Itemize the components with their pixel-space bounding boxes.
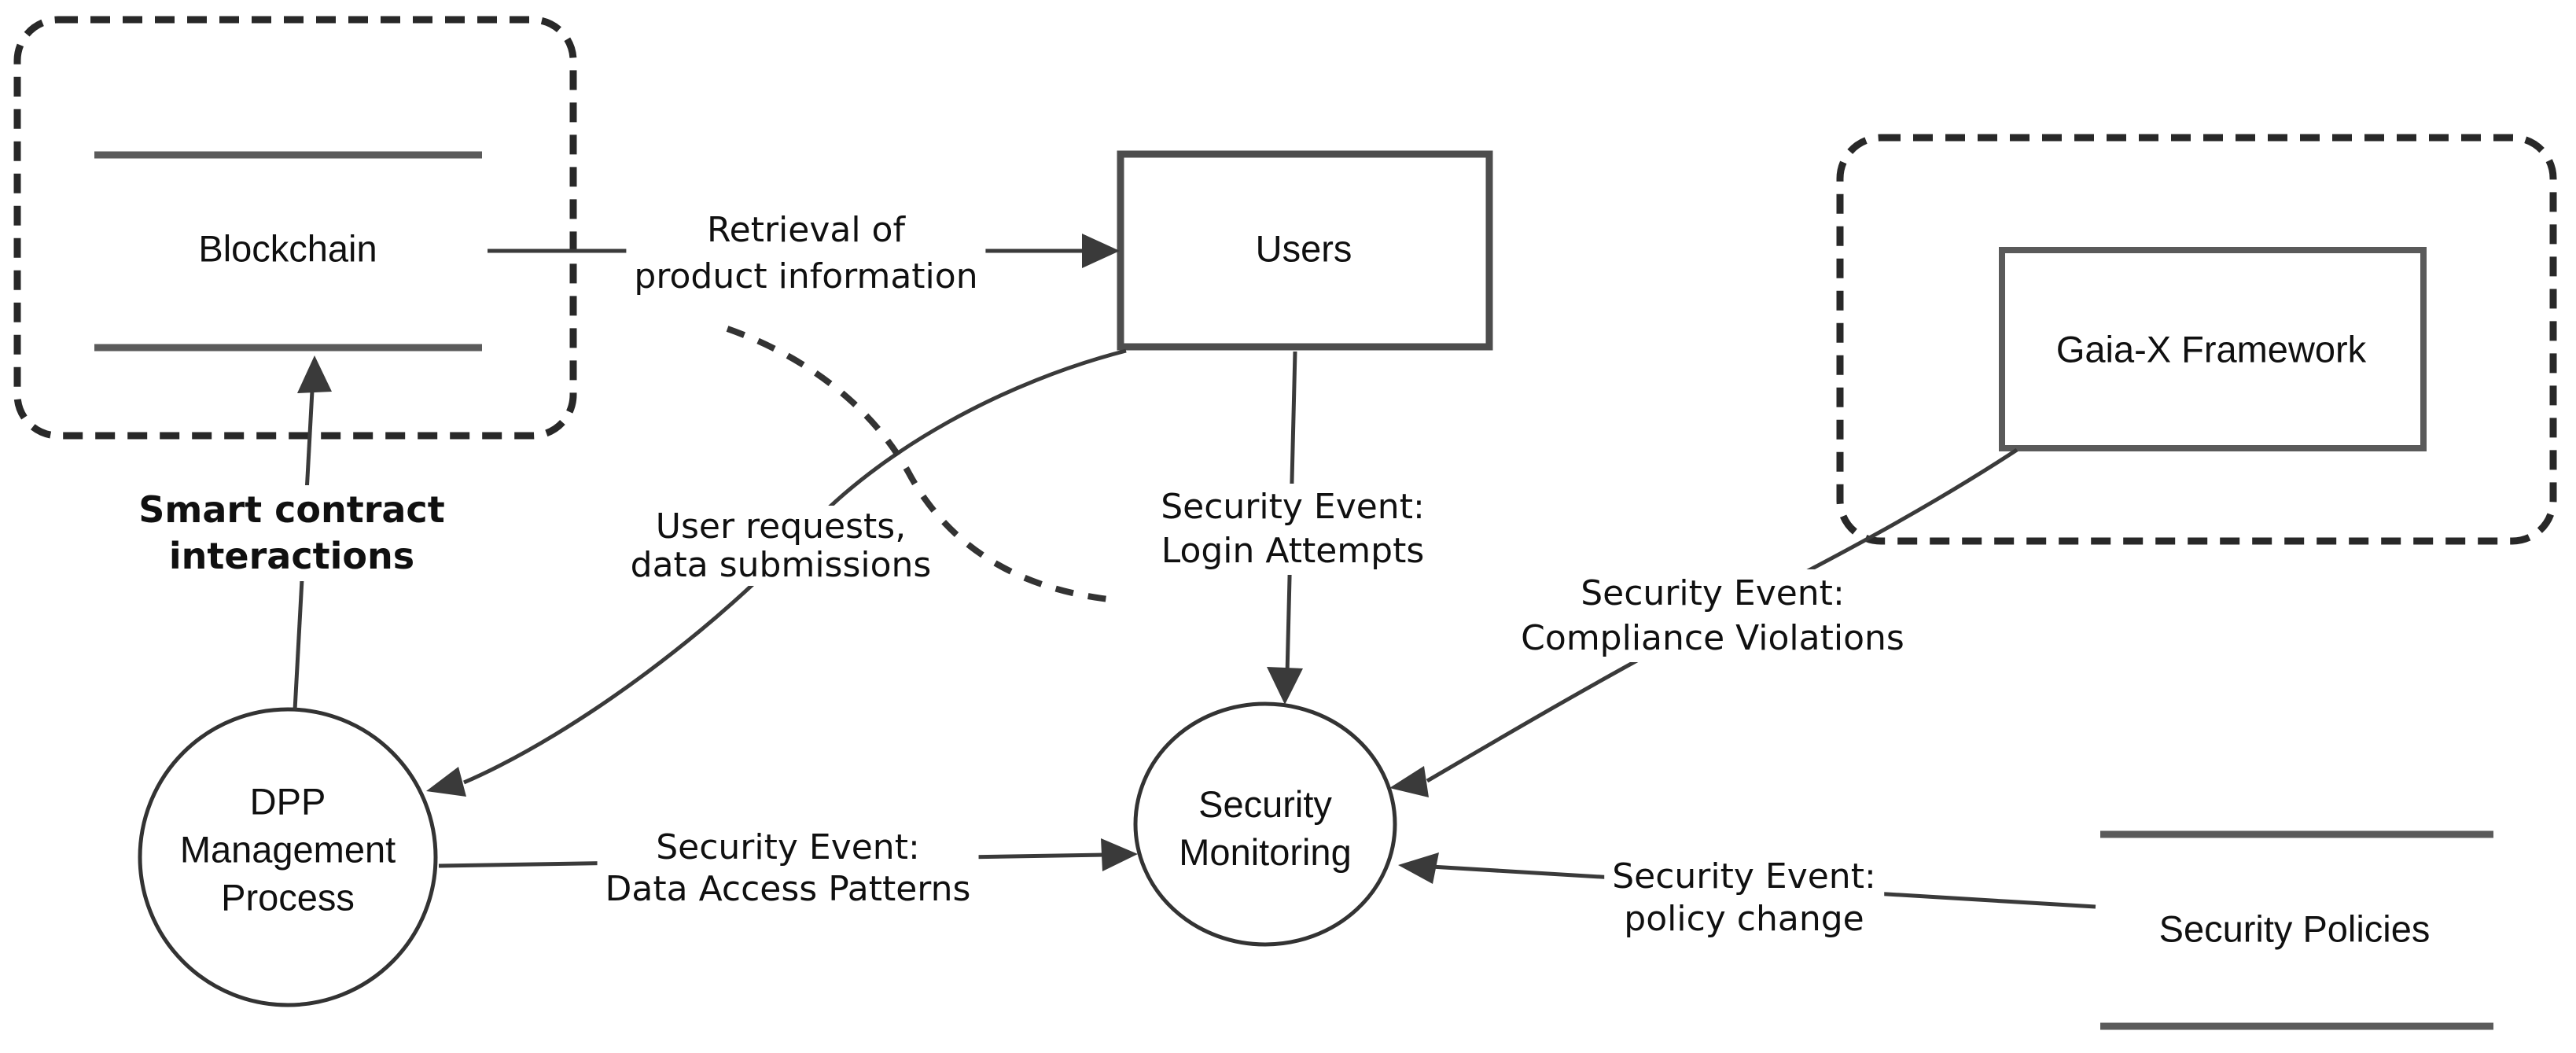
dpp-process-circle [138, 707, 438, 1007]
blockchain-label: Blockchain [198, 227, 377, 270]
policy-change-label-line1: Security Event: [1612, 856, 1876, 897]
data-access-arrowhead-icon [1101, 838, 1138, 871]
user-requests-arrowhead-icon [426, 767, 466, 797]
login-attempts-flow-label: Security Event: Login Attempts [1153, 484, 1433, 575]
retrieval-label-line1: Retrieval of [707, 210, 905, 250]
login-attempts-arrowhead-icon [1267, 667, 1303, 705]
security-monitoring-label: Security Monitoring [1179, 780, 1351, 876]
security-monitoring-label-line2: Monitoring [1179, 831, 1352, 873]
smart-contract-label-line2: interactions [168, 535, 415, 577]
dpp-label-line1: DPP [249, 780, 326, 823]
dpp-label-line3: Process [221, 876, 355, 919]
security-monitoring-circle [1133, 701, 1397, 947]
login-attempts-label-line2: Login Attempts [1161, 531, 1425, 571]
compliance-label-line2: Compliance Violations [1521, 618, 1904, 658]
gaiax-trust-boundary [1836, 134, 2557, 545]
smart-contract-label-line1: Smart contract [138, 488, 445, 531]
policy-change-label-line2: policy change [1624, 899, 1864, 939]
users-label: Users [1255, 227, 1352, 270]
login-attempts-label-line1: Security Event: [1161, 487, 1425, 527]
smart-contract-arrowhead-icon [297, 355, 332, 393]
blockchain-trust-boundary [13, 16, 577, 440]
user-requests-label-line2: data submissions [630, 545, 932, 585]
dpp-process-label: DPP Management Process [180, 778, 396, 922]
policy-change-arrowhead-icon [1398, 852, 1439, 884]
dpp-label-line2: Management [179, 828, 396, 871]
compliance-arrowhead-icon [1389, 766, 1429, 797]
gaiax-label: Gaia-X Framework [2055, 328, 2367, 370]
retrieval-arrowhead-icon [1082, 234, 1120, 268]
retrieval-flow-label: Retrieval of product information [626, 205, 986, 301]
policy-change-flow-label: Security Event: policy change [1604, 854, 1884, 942]
users-box [1117, 150, 1493, 351]
gaiax-box [1999, 247, 2427, 451]
data-access-label-line2: Data Access Patterns [605, 869, 971, 909]
data-access-label-line1: Security Event: [656, 827, 920, 867]
data-access-flow-label: Security Event: Data Access Patterns [597, 825, 979, 911]
compliance-label-line1: Security Event: [1581, 573, 1845, 613]
security-policies-label: Security Policies [2158, 908, 2431, 950]
retrieval-label-line2: product information [634, 256, 978, 296]
user-requests-flow-label: User requests, data submissions [622, 506, 940, 586]
smart-contract-flow-label: Smart contract interactions [131, 485, 453, 581]
security-monitoring-label-line1: Security [1198, 783, 1332, 825]
compliance-flow-label: Security Event: Compliance Violations [1513, 569, 1912, 662]
user-requests-label-line1: User requests, [655, 506, 907, 547]
